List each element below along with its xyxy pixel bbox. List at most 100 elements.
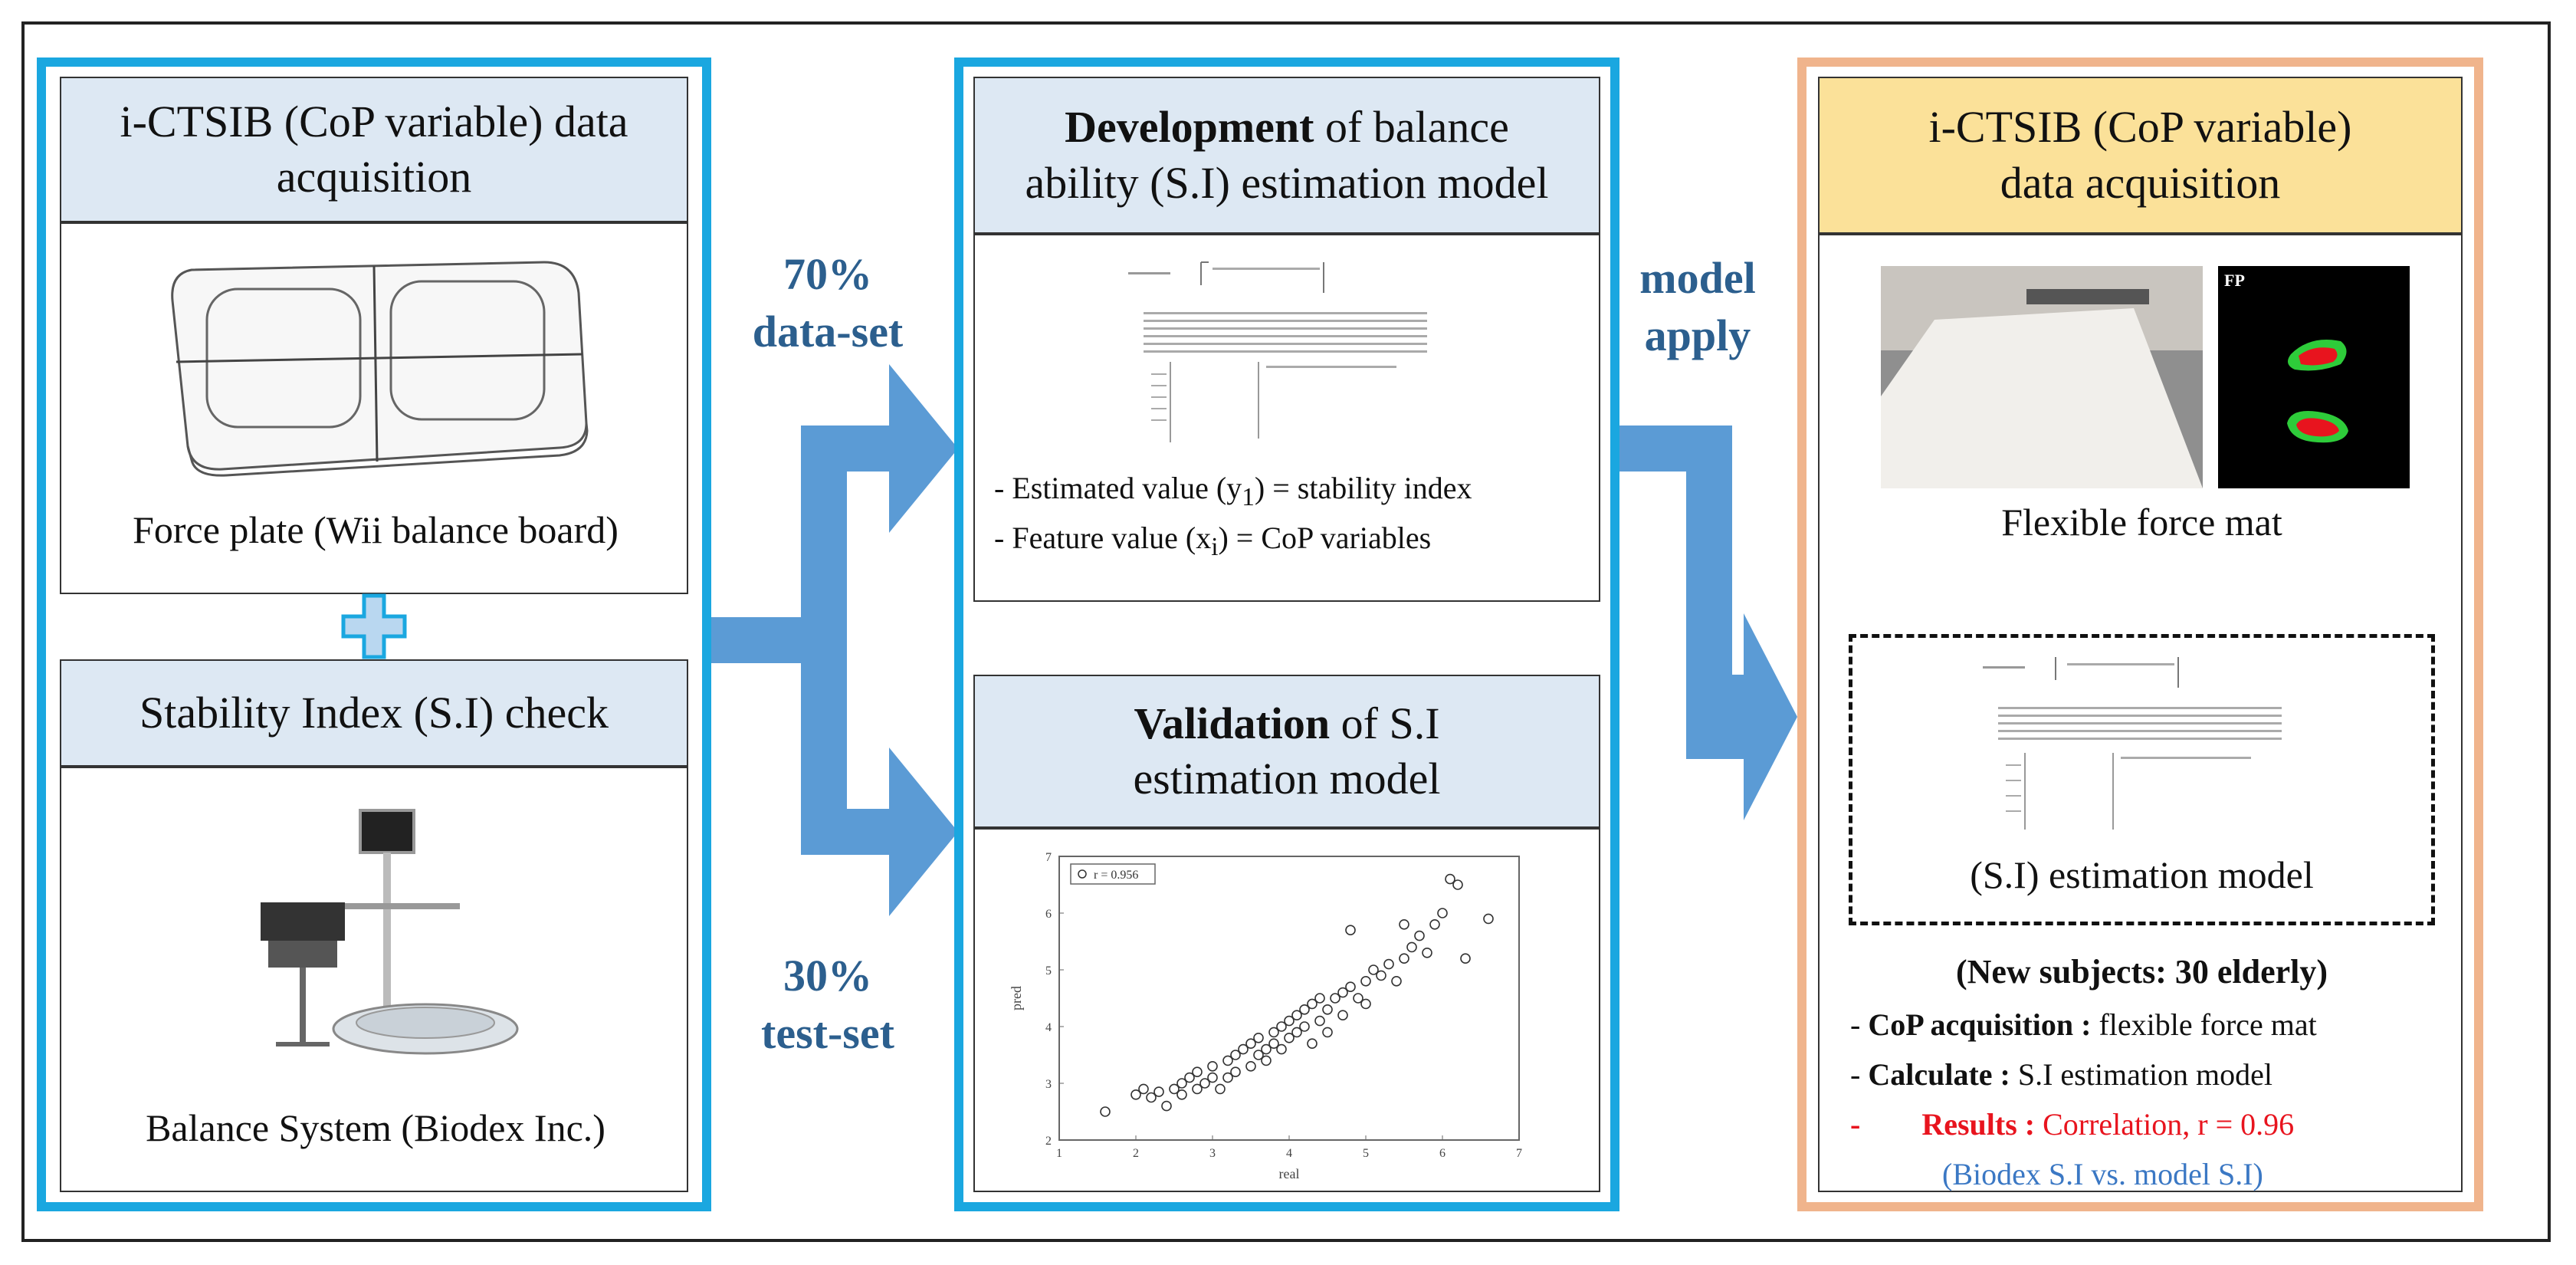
scatter-point [1399, 953, 1409, 964]
x-tick-label: 4 [1286, 1147, 1292, 1160]
feature-prefix: - Feature value (x [994, 521, 1212, 555]
application-header-line-2: data acquisition [2000, 157, 2281, 208]
scatter-point [1299, 1021, 1310, 1032]
application-box: FP Flexible force mat (S.I) estimation m… [1818, 234, 2463, 1192]
pressure-map-image: FP [2218, 266, 2410, 488]
scatter-point [1429, 919, 1440, 930]
estimated-value-line: - Estimated value (y1) = stability index [994, 465, 1592, 517]
split-arrow [711, 364, 958, 916]
force-mat-caption: Flexible force mat [2001, 501, 2282, 544]
y-tick-label: 4 [1045, 1021, 1052, 1034]
scatter-point [1299, 1004, 1310, 1015]
scatter-point [1261, 1055, 1272, 1066]
model-apply-label: model apply [1613, 249, 1782, 365]
scatter-point [1245, 1060, 1256, 1072]
scatter-point [1314, 1015, 1325, 1027]
development-rest: of balance [1314, 102, 1509, 152]
plot-legend-marker [1078, 869, 1087, 879]
feature-subscript: i [1211, 533, 1219, 561]
plus-icon [341, 593, 407, 659]
scatter-point [1360, 998, 1371, 1010]
applied-model-caption: (S.I) estimation model [1970, 853, 2314, 896]
validation-header: Validation of S.I estimation model [973, 675, 1600, 828]
scatter-point [1391, 976, 1402, 987]
scatter-point [1460, 953, 1471, 964]
scatter-point [1245, 1038, 1256, 1050]
scatter-point [1399, 919, 1409, 930]
figure-frame [21, 21, 2551, 1242]
feature-suffix: ) = CoP variables [1218, 521, 1432, 555]
y-tick-label: 5 [1045, 964, 1052, 978]
scatter-point [1146, 1092, 1157, 1103]
scatter-point [1276, 1043, 1287, 1055]
scatter-point [1314, 993, 1325, 1004]
y-tick-label: 7 [1045, 851, 1052, 864]
y-tick-label: 3 [1045, 1078, 1052, 1091]
model-equation-thumbnail [1128, 261, 1427, 442]
application-header: i-CTSIB (CoP variable) data acquisition [1818, 77, 2463, 234]
balance-system-caption: Balance System (Biodex Inc.) [146, 1106, 605, 1149]
plot-y-label: pred [1009, 986, 1024, 1010]
scatter-point [1337, 1010, 1348, 1020]
scatter-point [1153, 1086, 1164, 1097]
scatter-point [1483, 913, 1494, 925]
estimated-prefix: - Estimated value (y [994, 471, 1242, 505]
scatter-point [1353, 993, 1363, 1004]
scatter-point [1176, 1089, 1187, 1100]
development-bold: Development [1065, 102, 1314, 152]
scatter-point [1291, 1027, 1302, 1038]
results-value: Correlation, r = 0.96 [2035, 1107, 2295, 1142]
train-set: data-set [752, 307, 904, 357]
scatter-point [1330, 993, 1341, 1004]
scatter-point [1130, 1089, 1141, 1100]
validation-line-2: estimation model [1133, 754, 1441, 803]
scatter-point [1360, 976, 1371, 987]
force-plate-box: Force plate (Wii balance board) [60, 222, 688, 594]
applied-model-box: (S.I) estimation model [1849, 634, 2435, 925]
scatter-point [1406, 941, 1417, 953]
model-word: model [1639, 253, 1756, 303]
scatter-point [1100, 1106, 1111, 1117]
estimated-subscript: 1 [1242, 483, 1255, 511]
x-tick-label: 3 [1209, 1147, 1216, 1160]
scatter-point [1268, 1038, 1279, 1050]
cop-value: flexible force mat [2091, 1007, 2317, 1042]
scatter-point [1452, 879, 1463, 890]
calc-label: Calculate : [1868, 1057, 2010, 1092]
cop-acquisition-line: - CoP acquisition : flexible force mat [1850, 1007, 2317, 1042]
scatter-point [1383, 958, 1394, 970]
development-header: Development of balance ability (S.I) est… [973, 77, 1600, 234]
scatter-point [1176, 1078, 1187, 1089]
scatter-point [1230, 1050, 1241, 1060]
calc-value: S.I estimation model [2010, 1057, 2273, 1092]
x-tick-label: 2 [1133, 1147, 1139, 1160]
plot-legend-text: r = 0.956 [1094, 869, 1138, 882]
scatter-point [1192, 1066, 1203, 1078]
scatter-point [1215, 1083, 1226, 1095]
scatter-point [1261, 1043, 1272, 1055]
scatter-point [1230, 1066, 1241, 1078]
plot-legend-box [1070, 863, 1156, 885]
scatter-point [1222, 1055, 1233, 1066]
force-plate-caption: Force plate (Wii balance board) [133, 508, 619, 551]
x-tick-label: 7 [1516, 1147, 1522, 1160]
scatter-point [1284, 1032, 1295, 1043]
scatter-point [1307, 1038, 1318, 1050]
scatter-point [1368, 964, 1379, 975]
new-subjects-heading: (New subjects: 30 elderly) [1955, 953, 2328, 991]
scatter-point [1291, 1010, 1302, 1020]
apply-word: apply [1644, 310, 1751, 361]
development-line-2: ability (S.I) estimation model [1025, 157, 1549, 208]
results-line: - Results : Correlation, r = 0.96 [1850, 1102, 2463, 1148]
y-tick-label: 2 [1045, 1135, 1052, 1148]
results-note: (Biodex S.I vs. model S.I) [1942, 1157, 2263, 1191]
scatter-point [1161, 1100, 1172, 1112]
acquisition-header-text: i-CTSIB (CoP variable) data acquisition [120, 96, 628, 202]
test-split-label: 30% test-set [736, 947, 920, 1063]
scatter-point [1238, 1043, 1249, 1055]
model-apply-arrow [1614, 426, 1797, 820]
calculate-line: - Calculate : S.I estimation model [1850, 1057, 2273, 1092]
scatter-point [1253, 1032, 1264, 1043]
